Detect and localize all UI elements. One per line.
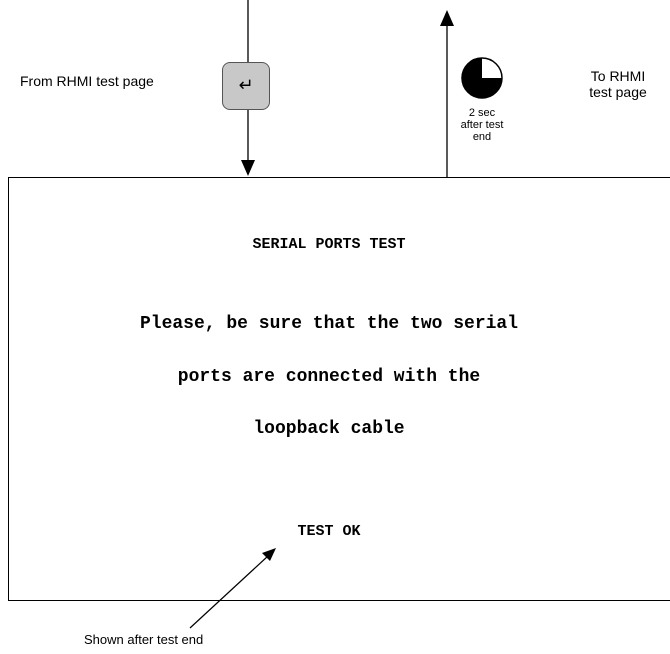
enter-key-button[interactable]: ↵ xyxy=(222,62,270,110)
timer-label-line3: end xyxy=(472,131,492,143)
screen-title: SERIAL PORTS TEST xyxy=(252,236,406,253)
enter-key-icon: ↵ xyxy=(238,75,254,96)
test-status: TEST OK xyxy=(297,523,361,540)
to-rhmi-label-line2: test page xyxy=(589,84,647,100)
timer-clock-icon xyxy=(461,57,503,99)
annotation-label: Shown after test end xyxy=(84,632,204,647)
screen-message-line2: ports are connected with the xyxy=(177,367,481,387)
screen-message-line1: Please, be sure that the two serial xyxy=(139,314,519,334)
screen-message-line3: loopback cable xyxy=(253,419,405,439)
timer-label-line2: after test xyxy=(460,119,504,131)
annotation-pointer-arrowhead xyxy=(262,548,276,561)
timer-label: 2 sec after test end xyxy=(442,107,522,143)
timer-label-line1: 2 sec xyxy=(468,107,496,119)
serial-ports-test-screen: SERIAL PORTS TEST Please, be sure that t… xyxy=(8,177,670,601)
to-rhmi-label: To RHMI test page xyxy=(568,68,668,100)
from-rhmi-label: From RHMI test page xyxy=(20,73,154,89)
outgoing-arrowhead xyxy=(440,10,454,26)
to-rhmi-label-line1: To RHMI xyxy=(590,68,646,84)
annotation-pointer-line xyxy=(189,555,269,629)
incoming-arrowhead xyxy=(241,160,255,176)
